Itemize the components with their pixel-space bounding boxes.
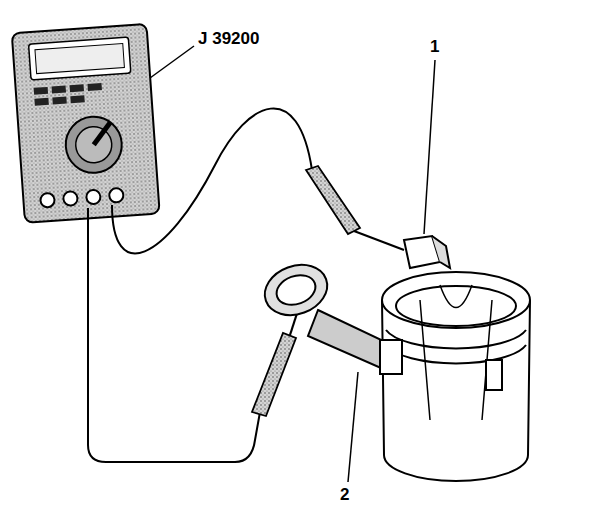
piston	[382, 272, 530, 481]
callout-number: 1	[430, 38, 439, 55]
test-probe	[306, 166, 404, 250]
connecting-rod	[258, 257, 402, 374]
leader-line	[150, 46, 435, 482]
test-probe	[252, 304, 300, 416]
callout-number: 2	[340, 486, 349, 503]
tool-number: J 39200	[198, 30, 259, 47]
multimeter	[12, 24, 160, 223]
